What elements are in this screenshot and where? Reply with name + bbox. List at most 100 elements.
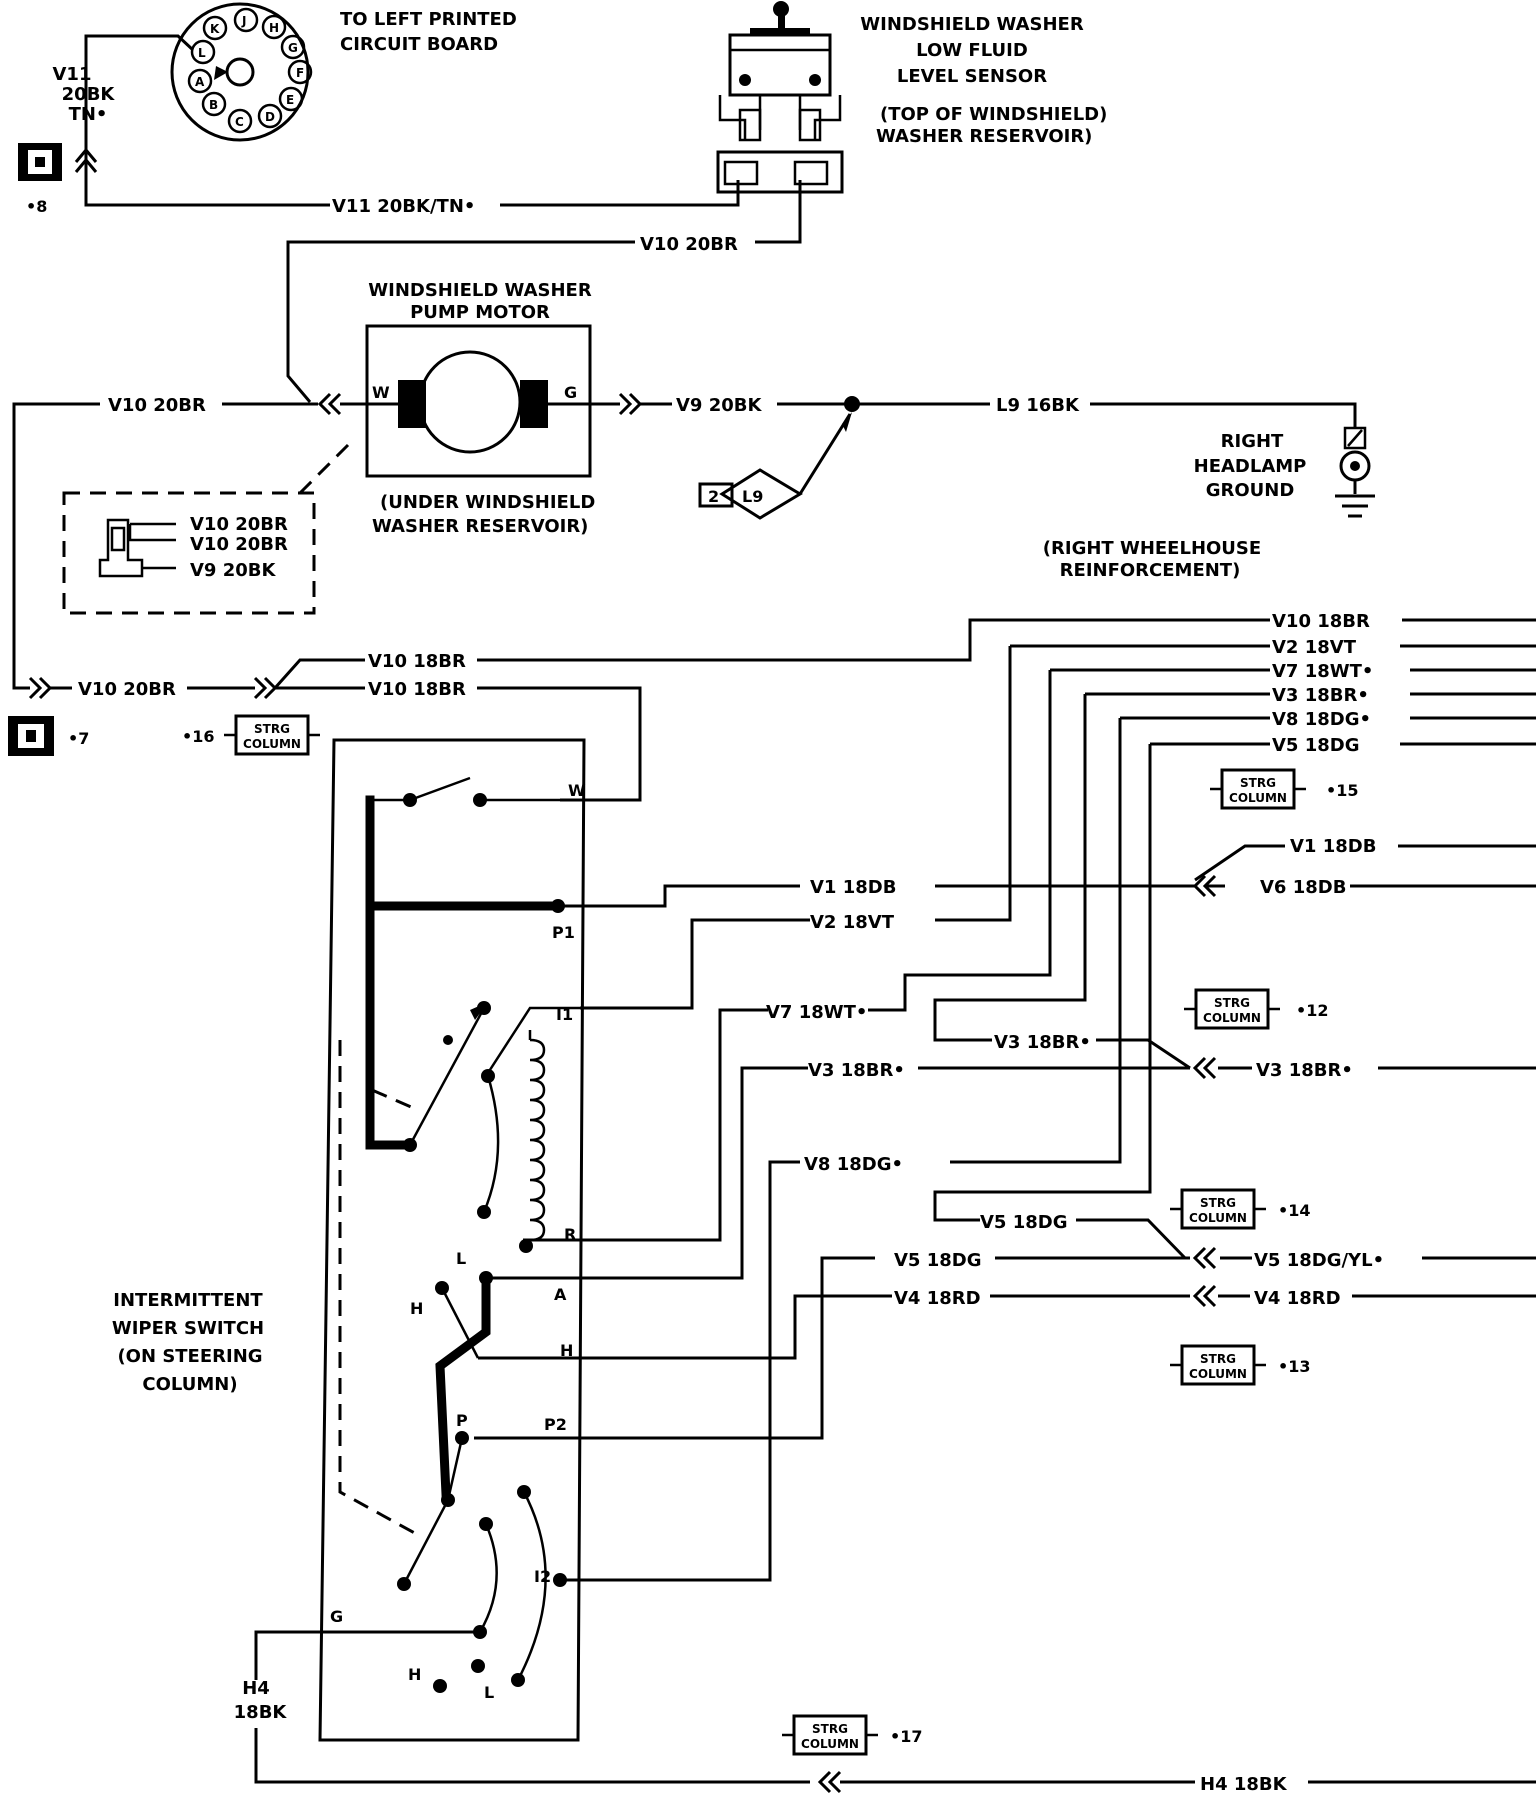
svg-text:18BK: 18BK xyxy=(234,1702,288,1723)
svg-text:V3 18BR•: V3 18BR• xyxy=(808,1060,905,1081)
low-fluid-level-sensor: WINDSHIELD WASHER LOW FLUID LEVEL SENSOR… xyxy=(716,1,1107,194)
svg-text:V4 18RD: V4 18RD xyxy=(1254,1288,1341,1309)
svg-text:V11: V11 xyxy=(53,64,92,85)
splice-16: STRG COLUMN •16 xyxy=(182,714,322,756)
wire-v4: V4 18RD V4 18RD xyxy=(478,1284,1536,1360)
svg-text:•13: •13 xyxy=(1278,1357,1311,1376)
svg-text:V10 20BR: V10 20BR xyxy=(108,395,206,416)
wire-h4: H4 18BK H4 18BK xyxy=(234,1630,1536,1795)
svg-text:V4 18RD: V4 18RD xyxy=(894,1288,981,1309)
svg-text:V5 18DG: V5 18DG xyxy=(894,1250,982,1271)
svg-text:H4: H4 xyxy=(242,1678,270,1699)
svg-text:V10 20BR: V10 20BR xyxy=(78,679,176,700)
svg-text:V1 18DB: V1 18DB xyxy=(810,877,896,898)
svg-text:WIPER SWITCH: WIPER SWITCH xyxy=(112,1318,264,1339)
svg-text:V10 18BR: V10 18BR xyxy=(368,651,466,672)
svg-text:•7: •7 xyxy=(68,729,89,748)
svg-text:C: C xyxy=(235,115,244,129)
svg-text:RIGHT: RIGHT xyxy=(1221,431,1284,452)
washer-pump-motor: WINDSHIELD WASHER PUMP MOTOR W G (UNDER … xyxy=(365,280,595,537)
svg-text:V10 20BR: V10 20BR xyxy=(190,534,288,555)
svg-text:PUMP MOTOR: PUMP MOTOR xyxy=(410,302,550,323)
svg-text:V5 18DG/YL•: V5 18DG/YL• xyxy=(1254,1250,1384,1271)
svg-text:W: W xyxy=(568,781,586,800)
svg-text:L9: L9 xyxy=(742,487,763,506)
svg-text:F: F xyxy=(296,66,304,80)
svg-text:20BK: 20BK xyxy=(62,84,116,105)
svg-text:LOW FLUID: LOW FLUID xyxy=(916,40,1028,61)
svg-text:A: A xyxy=(195,75,205,89)
svg-text:HEADLAMP: HEADLAMP xyxy=(1194,456,1307,477)
svg-text:V3 18BR•: V3 18BR• xyxy=(1272,685,1369,706)
svg-text:V2 18VT: V2 18VT xyxy=(1272,637,1357,658)
svg-text:STRG: STRG xyxy=(1200,1352,1236,1366)
svg-text:V10 18BR: V10 18BR xyxy=(368,679,466,700)
svg-text:COLUMN: COLUMN xyxy=(1189,1211,1247,1225)
svg-text:STRG: STRG xyxy=(812,1722,848,1736)
svg-text:(TOP OF WINDSHIELD): (TOP OF WINDSHIELD) xyxy=(880,104,1107,125)
splice-12: STRG COLUMN •12 xyxy=(1182,988,1329,1030)
svg-text:V8 18DG•: V8 18DG• xyxy=(1272,709,1371,730)
svg-text:(ON STEERING: (ON STEERING xyxy=(117,1346,262,1367)
svg-text:CIRCUIT BOARD: CIRCUIT BOARD xyxy=(340,34,498,55)
splice-7: •7 xyxy=(8,716,89,756)
wire-v11: V11 20BK TN• V11 20BK/TN• xyxy=(53,34,740,217)
svg-text:W: W xyxy=(372,383,390,402)
svg-text:V7 18WT•: V7 18WT• xyxy=(1272,661,1373,682)
svg-text:V7 18WT•: V7 18WT• xyxy=(766,1002,867,1023)
svg-text:(UNDER WINDSHIELD: (UNDER WINDSHIELD xyxy=(380,492,595,513)
svg-text:D: D xyxy=(265,110,275,124)
svg-text:STRG: STRG xyxy=(1214,996,1250,1010)
svg-text:I1: I1 xyxy=(556,1005,573,1024)
svg-text:V10 18BR: V10 18BR xyxy=(1272,611,1370,632)
svg-text:L9 16BK: L9 16BK xyxy=(996,395,1080,416)
svg-text:V1 18DB: V1 18DB xyxy=(1290,836,1376,857)
svg-text:COLUMN: COLUMN xyxy=(1189,1367,1247,1381)
svg-text:G: G xyxy=(288,41,298,55)
left-circuit-board-connector: K J H G F E D C B A L TO LEFT PRINTED CI… xyxy=(170,2,517,142)
svg-text:H: H xyxy=(408,1665,421,1684)
svg-text:STRG: STRG xyxy=(1240,776,1276,790)
svg-text:B: B xyxy=(209,98,218,112)
wire-v9-l9: V9 20BK L9 16BK xyxy=(548,392,1357,495)
svg-text:STRG: STRG xyxy=(254,722,290,736)
svg-text:V2 18VT: V2 18VT xyxy=(810,912,895,933)
svg-text:COLUMN: COLUMN xyxy=(1229,791,1287,805)
wire-v1-v6: V1 18DB V6 18DB V1 18DB xyxy=(558,836,1536,908)
intermittent-wiper-switch: INTERMITTENT WIPER SWITCH (ON STEERING C… xyxy=(112,738,586,1742)
wire-v5: V5 18DG V5 18DG/YL• V5 18DG xyxy=(474,744,1536,1440)
svg-text:V8 18DG•: V8 18DG• xyxy=(804,1154,903,1175)
svg-text:L: L xyxy=(198,46,206,60)
svg-text:V3 18BR•: V3 18BR• xyxy=(1256,1060,1353,1081)
svg-text:V9 20BK: V9 20BK xyxy=(190,560,276,581)
svg-text:A: A xyxy=(554,1285,567,1304)
svg-text:•14: •14 xyxy=(1278,1201,1311,1220)
svg-text:J: J xyxy=(241,14,246,28)
svg-text:I2: I2 xyxy=(534,1567,551,1586)
svg-text:•8: •8 xyxy=(26,197,47,216)
svg-text:COLUMN: COLUMN xyxy=(801,1737,859,1751)
wire-v10-left: V10 20BR xyxy=(12,392,398,690)
svg-text:P2: P2 xyxy=(544,1415,567,1434)
svg-text:2: 2 xyxy=(708,487,719,506)
svg-text:H: H xyxy=(269,21,279,35)
svg-text:K: K xyxy=(210,22,220,36)
splice-15: STRG COLUMN •15 xyxy=(1208,768,1359,810)
svg-text:WINDSHIELD WASHER: WINDSHIELD WASHER xyxy=(860,14,1084,35)
svg-text:REINFORCEMENT): REINFORCEMENT) xyxy=(1060,560,1241,581)
svg-text:•15: •15 xyxy=(1326,781,1359,800)
svg-text:COLUMN: COLUMN xyxy=(243,737,301,751)
svg-text:V5 18DG: V5 18DG xyxy=(1272,735,1360,756)
svg-text:TN•: TN• xyxy=(69,104,108,125)
svg-text:E: E xyxy=(286,93,294,107)
wire-v7: V7 18WT• xyxy=(523,670,1052,1242)
svg-text:WASHER RESERVOIR): WASHER RESERVOIR) xyxy=(372,516,588,537)
svg-text:COLUMN: COLUMN xyxy=(1203,1011,1261,1025)
svg-text:•17: •17 xyxy=(890,1727,923,1746)
svg-text:•12: •12 xyxy=(1296,1001,1329,1020)
svg-text:V3 18BR•: V3 18BR• xyxy=(994,1032,1091,1053)
svg-text:L: L xyxy=(484,1683,494,1702)
svg-text:V5 18DG: V5 18DG xyxy=(980,1212,1068,1233)
svg-text:V10 20BR: V10 20BR xyxy=(640,234,738,255)
